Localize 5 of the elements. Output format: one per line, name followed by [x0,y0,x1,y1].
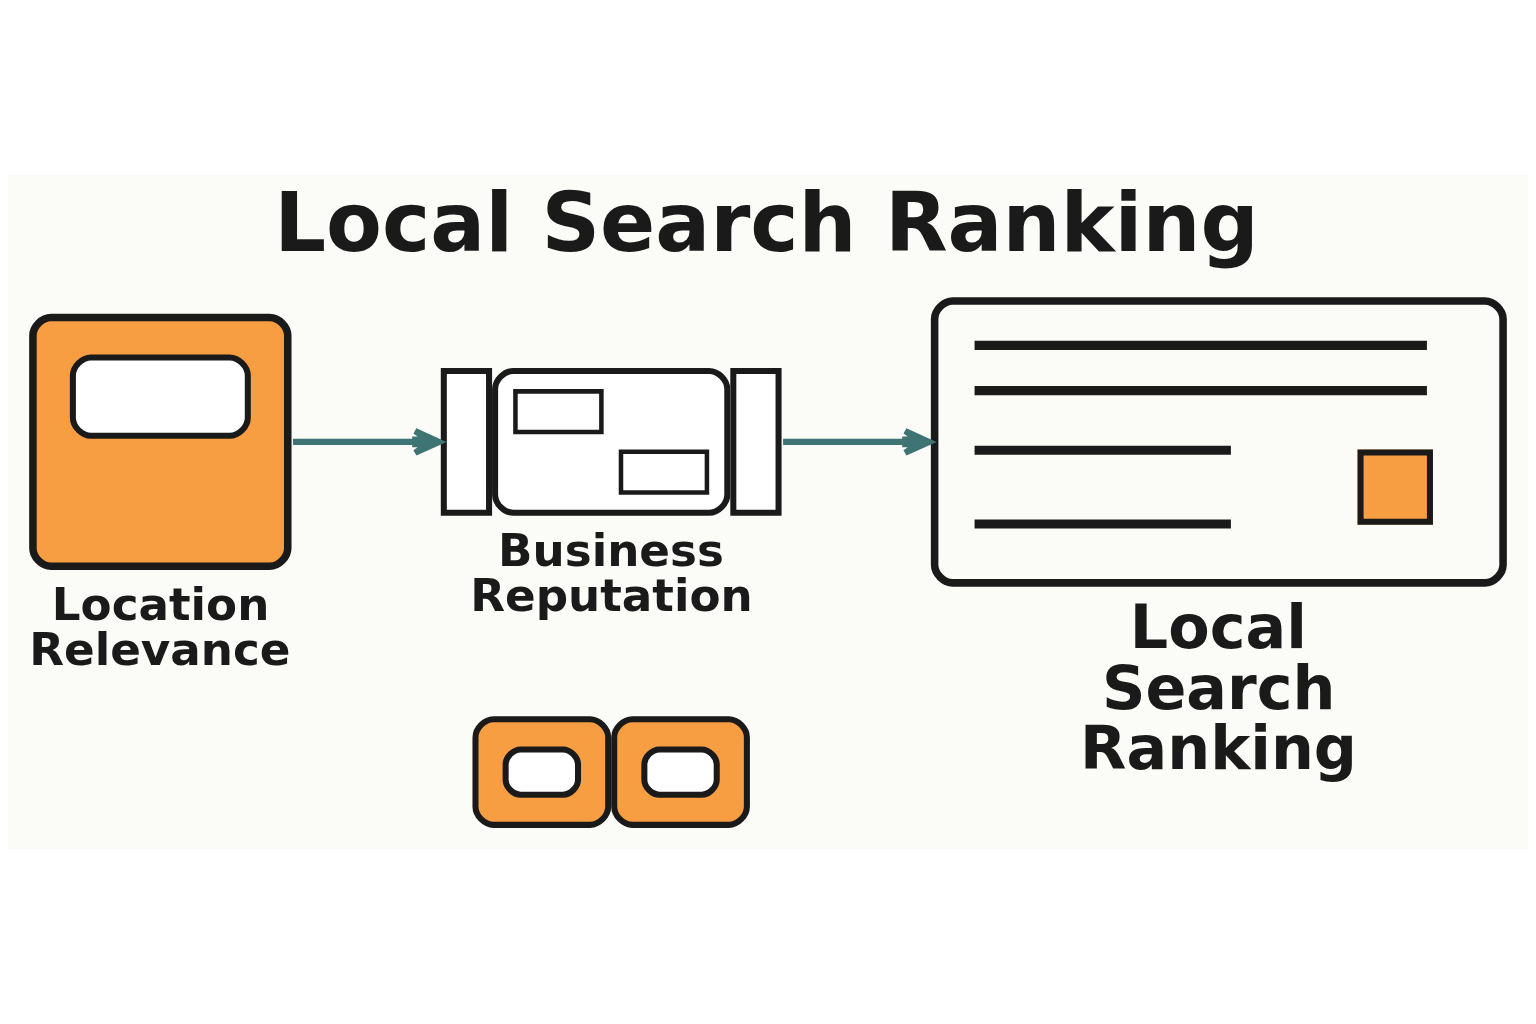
node-label: Local Search Ranking [1080,592,1358,784]
node-label: Business Reputation [470,523,753,622]
arrow [293,428,443,456]
diagram-title: Local Search Ranking [274,174,1259,270]
node-label: Location Relevance [29,577,291,677]
